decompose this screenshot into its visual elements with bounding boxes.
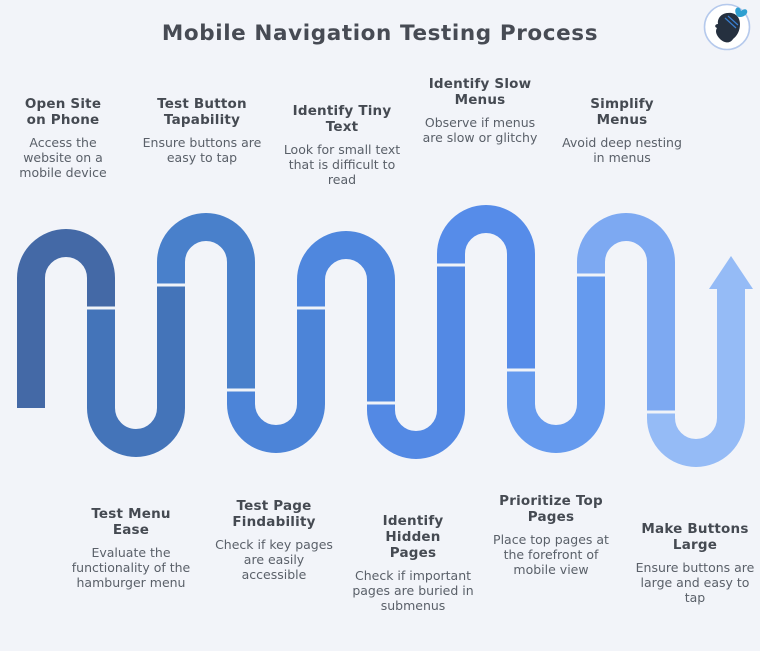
step-description: Evaluate the functionality of the hambur… [71,544,191,590]
step-title: Test Page Findability [232,498,316,530]
step-title: Test Menu Ease [91,506,171,538]
step-description: Ensure buttons are large and easy to tap [635,559,755,605]
step-description: Place top pages at the forefront of mobi… [493,531,609,577]
step-description: Look for small text that is difficult to… [283,141,401,187]
butterfly-icon [735,7,748,18]
snake-segment-5 [297,231,395,403]
step-title: Identify Hidden Pages [382,513,444,561]
step-block-10: Make Buttons Large Ensure buttons are la… [634,521,756,605]
step-title: Identify Slow Menus [428,76,532,108]
step-block-6: Identify Hidden Pages Check if important… [352,513,474,613]
step-block-7: Identify Slow Menus Observe if menus are… [416,76,544,145]
snake-segment-9 [577,213,675,412]
step-title: Test Button Tapability [157,96,247,128]
step-title: Make Buttons Large [641,521,749,553]
step-block-8: Prioritize Top Pages Place top pages at … [487,493,615,577]
step-block-1: Open Site on Phone Access the website on… [7,96,119,180]
step-block-4: Test Page Findability Check if key pages… [210,498,338,582]
step-description: Avoid deep nesting in menus [562,134,682,165]
snake-segment-2 [87,285,185,457]
step-block-5: Identify Tiny Text Look for small text t… [280,103,404,187]
step-title: Prioritize Top Pages [499,493,603,525]
hair-streaks [724,15,739,29]
step-description: Check if key pages are easily accessible [215,536,333,582]
step-block-9: Simplify Menus Avoid deep nesting in men… [558,96,686,165]
snake-segment-4 [227,308,325,453]
snake-segment-7 [437,205,535,370]
step-title: Simplify Menus [590,96,654,128]
snake-segment-8 [507,275,605,453]
step-title: Identify Tiny Text [292,103,392,135]
step-description: Access the website on a mobile device [19,134,107,180]
step-description: Check if important pages are buried in s… [352,567,474,613]
head-silhouette-icon [715,12,740,43]
page-title: Mobile Navigation Testing Process [161,21,599,46]
snake-segment-1 [17,229,115,408]
snake-segment-3 [157,213,255,390]
snake-segment-6 [367,265,465,459]
snake-segment-10 [647,288,745,467]
step-description: Ensure buttons are easy to tap [142,134,262,165]
arrow-up-icon [709,256,753,289]
step-block-2: Test Menu Ease Evaluate the functionalit… [69,506,193,590]
brand-logo [703,3,751,51]
step-block-3: Test Button Tapability Ensure buttons ar… [141,96,263,165]
step-description: Observe if menus are slow or glitchy [422,114,538,145]
step-title: Open Site on Phone [24,96,102,128]
